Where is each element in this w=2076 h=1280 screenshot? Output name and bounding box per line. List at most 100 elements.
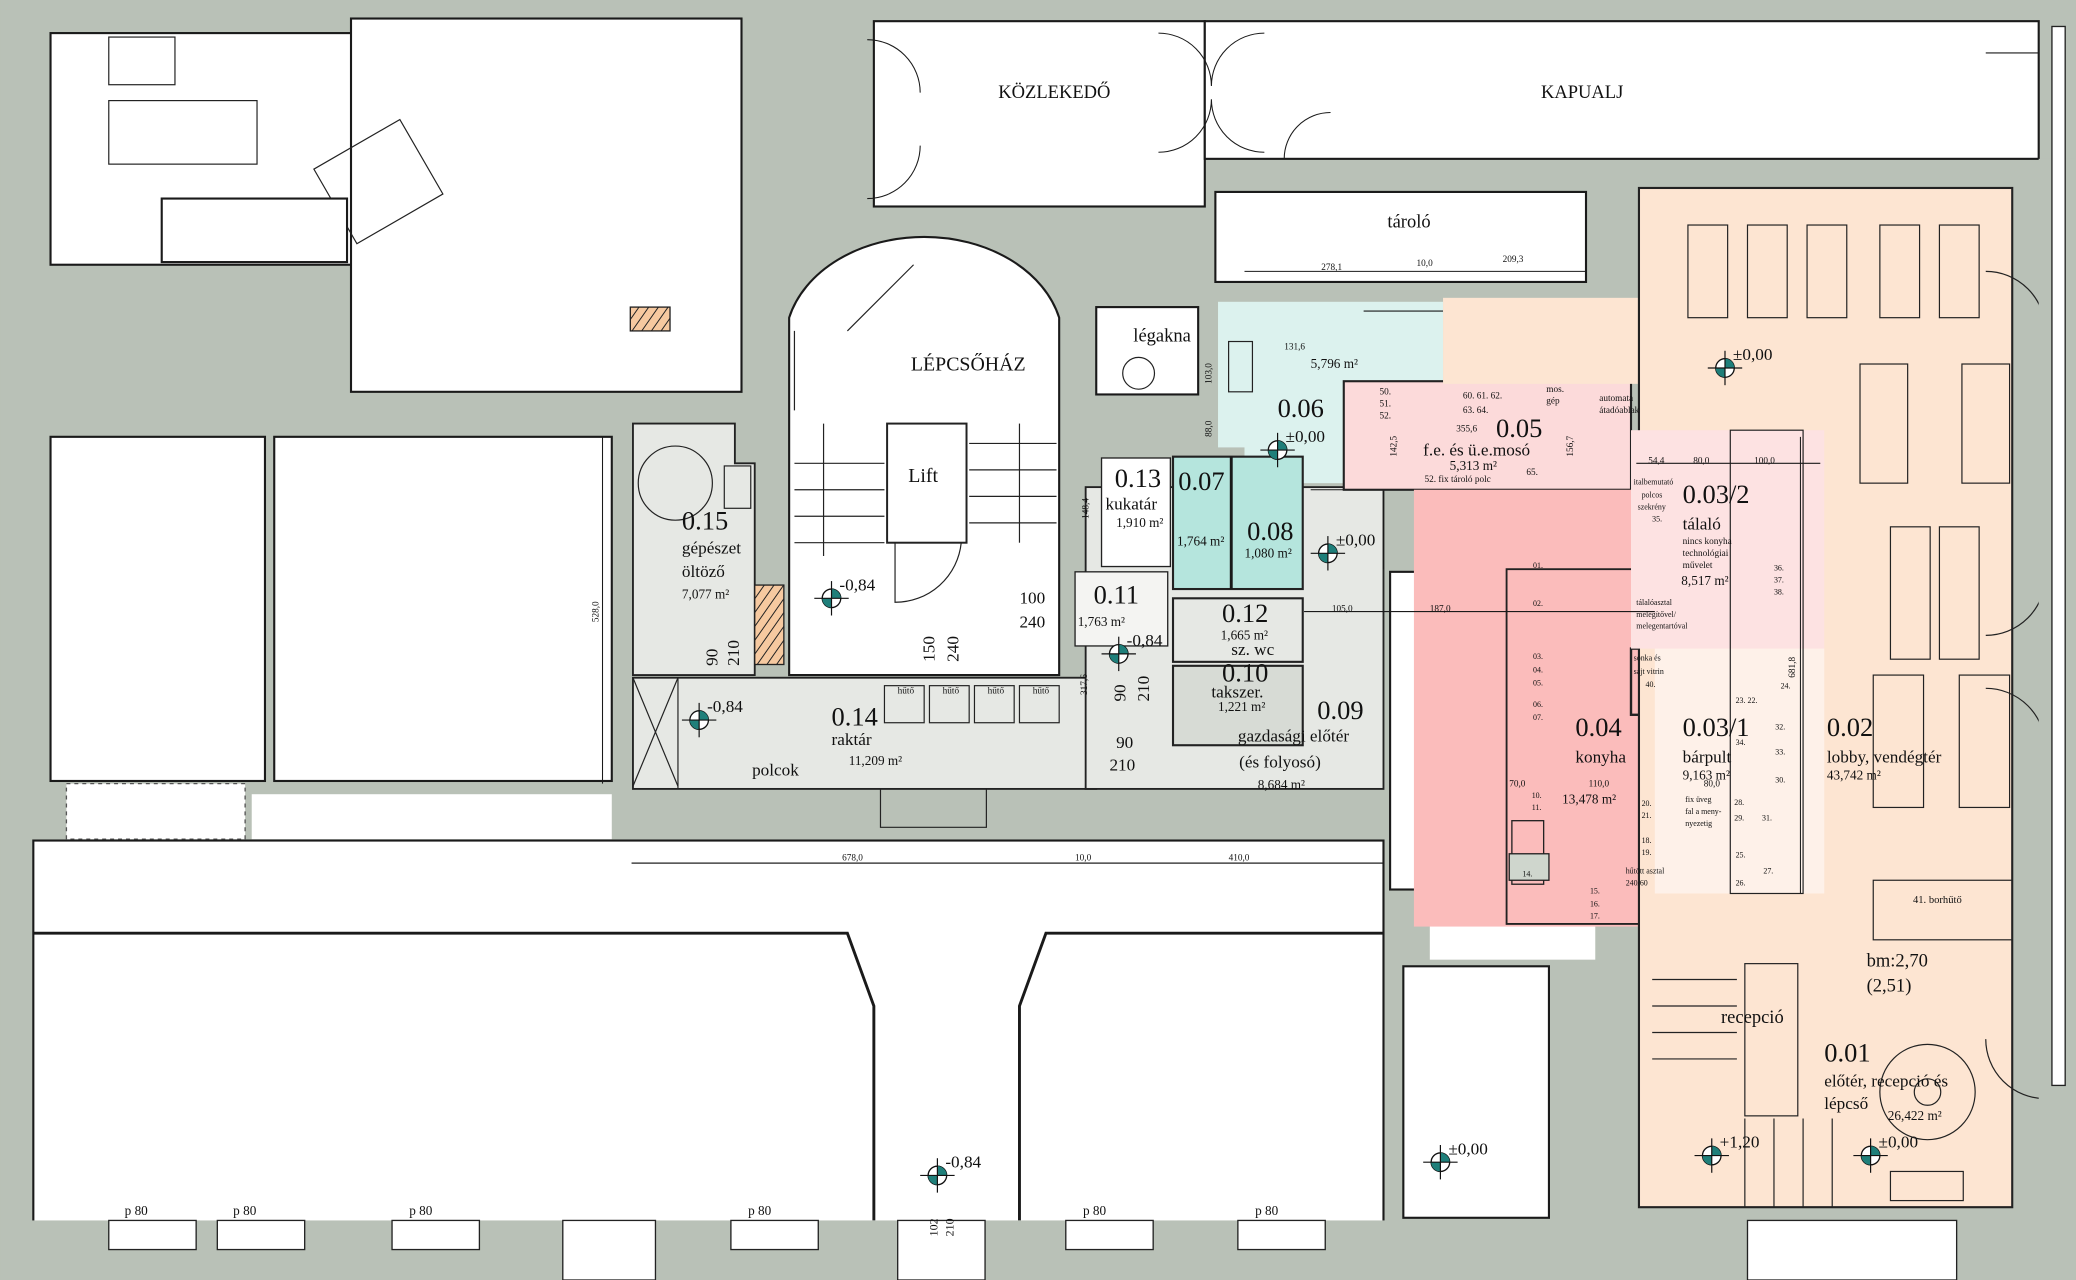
note: 35.: [1652, 515, 1662, 524]
level-value: -0,84: [707, 697, 743, 716]
window-label: p 80: [233, 1203, 257, 1218]
room-number: 0.08: [1247, 516, 1293, 546]
room-name: raktár: [832, 730, 872, 749]
note: 60. 61. 62.: [1463, 391, 1502, 401]
dimension: 10,0: [1075, 853, 1092, 863]
note: 28.: [1734, 798, 1744, 807]
door-width: 90: [1110, 684, 1129, 701]
room-number: 0.10: [1222, 658, 1268, 688]
note: 07.: [1533, 713, 1543, 722]
dimension-lines: [601, 270, 1821, 894]
room-area: 13,478 m²: [1562, 791, 1616, 806]
door-width: 90: [1116, 733, 1133, 752]
note: 52.: [1380, 411, 1392, 421]
label-kozlekedo: KÖZLEKEDŐ: [998, 81, 1110, 103]
room-number: 0.07: [1178, 466, 1224, 496]
note: 52. fix tároló polc: [1425, 475, 1491, 485]
dimension: 187,0: [1430, 605, 1451, 615]
top-corridors: [867, 20, 2040, 396]
dimension: 142,5: [1390, 435, 1400, 456]
door-height: 210: [942, 1218, 956, 1236]
room-number: 0.05: [1496, 413, 1542, 443]
room-area: 5,796 m²: [1311, 356, 1358, 371]
note: 04.: [1533, 665, 1543, 674]
label-kapualj: KAPUALJ: [1541, 82, 1623, 103]
note: 29.: [1734, 814, 1744, 823]
room-name: gépészet: [682, 538, 741, 557]
room-note: művelet: [1683, 561, 1713, 571]
room-area: 1,910 m²: [1116, 515, 1163, 530]
note: 38.: [1774, 587, 1784, 596]
label-fridge: hűtő: [898, 687, 915, 697]
room-note: nincs konyha: [1683, 537, 1732, 547]
room-name: előtér, recepció és: [1824, 1072, 1948, 1091]
room-area: 1,080 m²: [1244, 545, 1291, 560]
note: 24.: [1781, 681, 1791, 690]
room-area: 11,209 m²: [849, 753, 902, 768]
dimension: 80,0: [1693, 456, 1710, 466]
label-lift: Lift: [908, 465, 938, 487]
note: 17.: [1590, 912, 1600, 921]
window-label: p 80: [748, 1203, 772, 1218]
door-width: 102: [926, 1218, 940, 1236]
note: 20.: [1642, 799, 1652, 808]
room-area: 1,764 m²: [1177, 533, 1224, 548]
door-height: 210: [1109, 755, 1135, 774]
note: 26.: [1736, 879, 1746, 888]
door-height: 210: [1134, 676, 1153, 702]
note: sajt vitrin: [1634, 667, 1664, 676]
dimension: 105,0: [1332, 605, 1353, 615]
level-value: -0,84: [945, 1152, 981, 1171]
dimension: 278,1: [1321, 263, 1342, 273]
note: 25.: [1736, 851, 1746, 860]
note: 27.: [1763, 867, 1773, 876]
room-name: tálaló: [1683, 514, 1721, 533]
note: 15.: [1590, 886, 1600, 895]
room-area: 9,163 m²: [1683, 768, 1730, 783]
door-height: 210: [724, 640, 743, 666]
room-area: 7,077 m²: [682, 586, 729, 601]
room-name: f.e. és ü.e.mosó: [1423, 440, 1530, 459]
room-number: 0.09: [1317, 695, 1363, 725]
note: melegentartóval: [1636, 622, 1688, 631]
left-rooms: [49, 435, 613, 840]
level-value: -0,84: [839, 575, 875, 594]
window-label: p 80: [1255, 1203, 1279, 1218]
room-note: technológiai: [1683, 549, 1729, 559]
door-height: 240: [1019, 612, 1045, 631]
stair-hall: [788, 235, 1061, 677]
note: automata: [1599, 394, 1633, 404]
note: 36.: [1774, 564, 1784, 573]
window-label: p 80: [1083, 1203, 1107, 1218]
dimension: 209,3: [1503, 255, 1524, 265]
room-name: lépcső: [1824, 1094, 1868, 1113]
room-area: 43,742 m²: [1827, 768, 1881, 783]
note: 06.: [1533, 700, 1543, 709]
label-ceiling-height-2: (2,51): [1867, 975, 1912, 996]
door-width: 100: [1019, 589, 1045, 608]
note: 02.: [1533, 599, 1543, 608]
dimension: 131,6: [1284, 342, 1305, 352]
level-value: +1,20: [1720, 1133, 1760, 1152]
room-name: (és folyosó): [1239, 753, 1321, 772]
dimension: 355,6: [1456, 425, 1477, 435]
note: 37.: [1774, 575, 1784, 584]
label-wine-cooler: 41. borhűtő: [1913, 895, 1962, 906]
windows: [108, 1219, 1326, 1280]
lobby-zone: [1631, 25, 2076, 1280]
room-number: 0.03/2: [1683, 479, 1750, 509]
dimension: 70,0: [1509, 779, 1526, 789]
note: 50.: [1380, 387, 1392, 397]
label-legakna: légakna: [1133, 326, 1191, 347]
window-label: p 80: [409, 1203, 433, 1218]
label-ceiling-height: bm:2,70: [1867, 950, 1928, 971]
dimension: 528,0: [592, 601, 602, 622]
room-area: 8,517 m²: [1681, 573, 1728, 588]
label-polcok: polcok: [752, 761, 799, 780]
note: 05.: [1533, 679, 1543, 688]
room-number: 0.01: [1824, 1038, 1870, 1068]
room-name: lobby, vendégtér: [1827, 747, 1942, 766]
room-number: 0.02: [1827, 712, 1873, 742]
level-value: ±0,00: [1879, 1133, 1919, 1152]
